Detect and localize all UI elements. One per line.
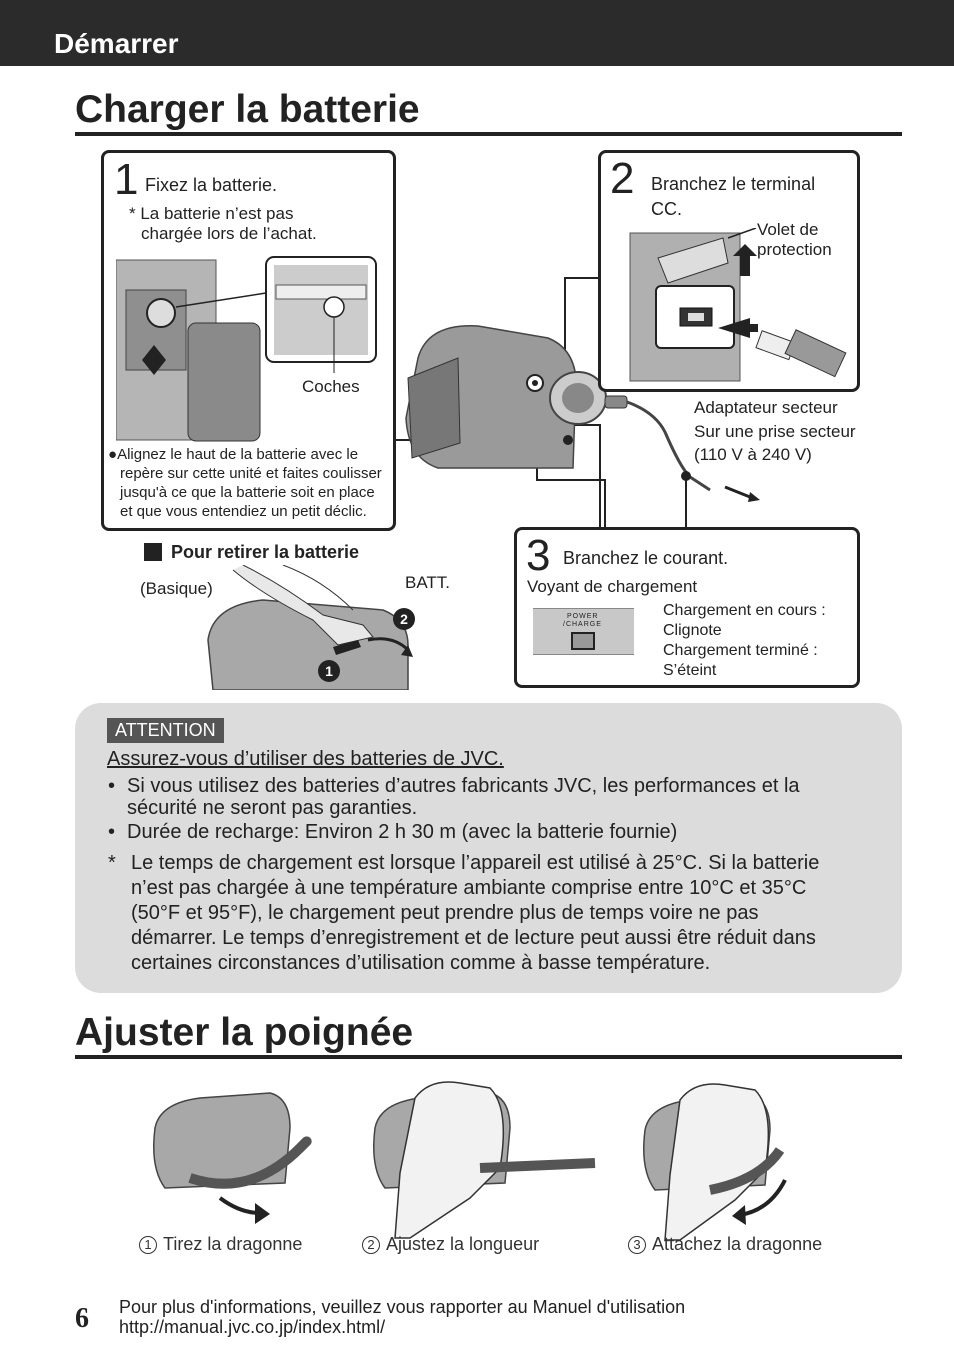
footer-line: Pour plus d'informations, veuillez vous …	[119, 1297, 686, 1317]
attention-bullet2: Durée de recharge: Environ 2 h 30 m (ave…	[127, 821, 678, 843]
step2-number: 2	[610, 154, 635, 203]
note-line: certaines circonstances d’utilisation co…	[131, 952, 711, 974]
step3-number: 3	[526, 531, 551, 580]
step3-box	[514, 527, 860, 688]
bullet-dot-icon: •	[108, 775, 116, 797]
adapter-cable	[604, 395, 760, 502]
adapter-line1: Adaptateur secteur	[694, 398, 838, 417]
power-panel-label: POWER	[567, 613, 599, 620]
step1-number: 1	[114, 155, 139, 204]
heading-rule	[75, 132, 902, 136]
square-bullet-icon	[144, 543, 162, 561]
grip-step1-illustration	[153, 1092, 312, 1224]
instruction-line: et que vous entendiez un petit déclic.	[120, 503, 367, 520]
step1-instructions: ●Alignez le haut de la batterie avec le …	[108, 445, 390, 521]
grip-step2-illustration	[373, 1081, 596, 1239]
dc-terminal-illustration	[629, 228, 847, 382]
step3-title: Branchez le courant.	[563, 548, 729, 568]
adapter-line2: Sur une prise secteur	[694, 422, 856, 441]
marker-1: 1	[318, 660, 340, 682]
attention-bullet1-line2: sécurité ne seront pas garanties.	[127, 797, 418, 819]
batt-label: BATT.	[405, 573, 451, 592]
heading-rule	[75, 1055, 902, 1059]
attention-panel	[75, 703, 902, 993]
section-header-bar: Démarrer	[0, 0, 954, 66]
instruction-line: ●Alignez le haut de la batterie avec le	[108, 446, 359, 463]
note-line: n’est pas chargée à une température ambi…	[131, 877, 807, 899]
step1-note-line2: chargée lors de l’achat.	[141, 224, 317, 243]
status-line: Chargement en cours :	[663, 602, 826, 619]
battery-insert-illustration	[116, 256, 377, 442]
step2-title-line1: Branchez le terminal	[651, 174, 816, 194]
page-number: 6	[75, 1303, 89, 1334]
section-title: Démarrer	[54, 28, 179, 59]
status-line: Clignote	[663, 622, 722, 639]
marker-2: 2	[393, 608, 415, 630]
status-line: S’éteint	[663, 662, 717, 679]
grip-step3-illustration	[643, 1083, 787, 1241]
footer-link[interactable]: http://manual.jvc.co.jp/index.html/	[119, 1317, 386, 1337]
adapter-line3: (110 V à 240 V)	[694, 445, 812, 464]
instruction-line: jusqu'à ce que la batterie soit en place	[120, 484, 375, 501]
attention-note: Le temps de chargement est lorsque l’app…	[131, 851, 819, 976]
charge-lamp-icon	[571, 632, 595, 650]
notches-label: Coches	[302, 377, 360, 396]
power-panel: POWER /CHARGE	[533, 608, 634, 655]
charge-lamp-label: Voyant de chargement	[527, 577, 698, 596]
note-line: (50°F et 95°F), le chargement peut prend…	[131, 902, 759, 924]
step-number-circle: 2	[362, 1236, 380, 1254]
bullet-dot-icon: •	[108, 821, 116, 843]
asterisk-mark: *	[108, 852, 116, 874]
basic-label: (Basique)	[140, 579, 213, 598]
footer-text: Pour plus d'informations, veuillez vous …	[119, 1297, 685, 1337]
charge-heading: Charger la batterie	[75, 88, 420, 131]
note-line: démarrer. Le temps d’enregistrement et d…	[131, 927, 816, 949]
cover-label-line2: protection	[757, 240, 832, 259]
power-panel-label2: /CHARGE	[563, 621, 602, 628]
attention-badge: ATTENTION	[107, 718, 224, 743]
step1-title: Fixez la batterie.	[145, 175, 278, 195]
charge-status: Chargement en cours : Clignote Chargemen…	[663, 601, 826, 681]
instruction-line: repère sur cette unité et faites couliss…	[120, 465, 382, 482]
cover-label-line1: Volet de	[757, 220, 819, 239]
step2-title-line2: CC.	[651, 199, 682, 219]
attention-bullet1-line1: Si vous utilisez des batteries d’autres …	[127, 775, 800, 797]
remove-battery-illustration	[207, 565, 413, 690]
note-line: Le temps de chargement est lorsque l’app…	[131, 852, 820, 874]
step-number-circle: 3	[628, 1236, 646, 1254]
attention-headline: Assurez-vous d’utiliser des batteries de…	[107, 748, 504, 770]
grip-heading: Ajuster la poignée	[75, 1011, 414, 1054]
remove-battery-title: Pour retirer la batterie	[171, 542, 360, 562]
step1-note-line1: * La batterie n’est pas	[129, 204, 294, 223]
camcorder-illustration	[405, 325, 613, 469]
step-number-circle: 1	[139, 1236, 157, 1254]
status-line: Chargement terminé :	[663, 642, 818, 659]
